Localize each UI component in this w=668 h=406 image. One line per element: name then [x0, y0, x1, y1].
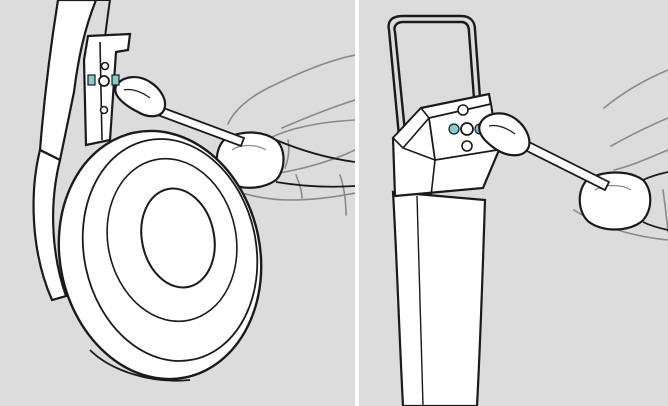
panel-headset-svg: [0, 0, 355, 406]
panel-headset-cleaning: [0, 0, 355, 406]
panel-cradle-svg: [359, 0, 668, 406]
contact-left: [88, 75, 95, 85]
contact-center: [99, 76, 109, 86]
panel-cradle-cleaning: [359, 0, 668, 406]
contact-right: [112, 75, 119, 85]
contact-left: [449, 124, 459, 134]
contact-center: [461, 123, 473, 135]
